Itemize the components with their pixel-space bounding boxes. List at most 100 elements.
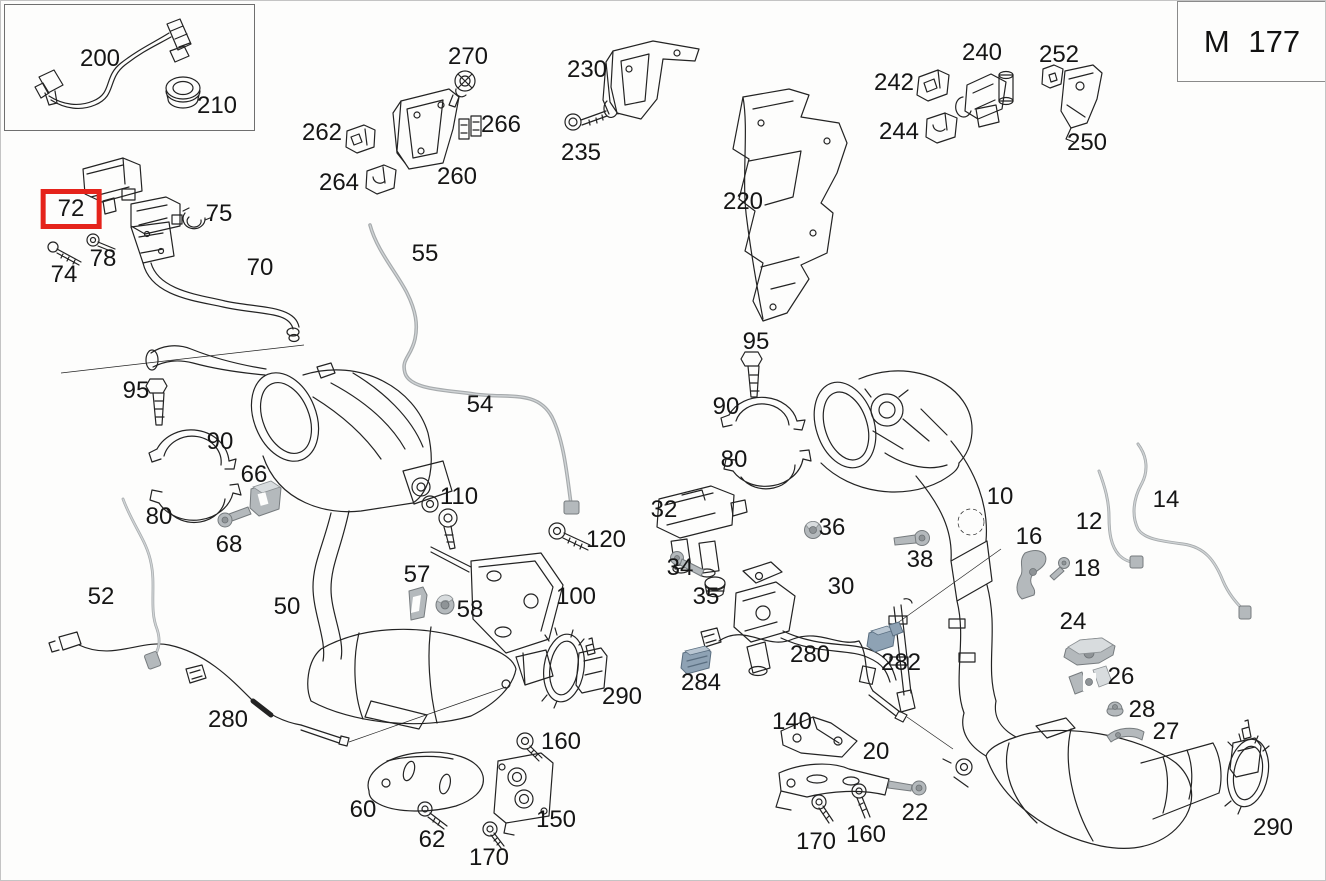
part-label-100[interactable]: 100	[555, 583, 597, 610]
part-drawing-80-right-clamp	[723, 449, 812, 490]
part-label-80-left[interactable]: 80	[145, 503, 173, 530]
part-label-260[interactable]: 260	[436, 163, 478, 190]
part-drawing-230-bracket	[602, 40, 700, 120]
part-label-90-left[interactable]: 90	[206, 428, 234, 455]
figure-code-box: M 177	[1177, 1, 1325, 82]
part-label-34[interactable]: 34	[666, 554, 694, 581]
part-drawing-90-right-clamp	[720, 396, 806, 431]
part-drawing-240-valve-assembly	[955, 70, 1014, 128]
part-label-95-left[interactable]: 95	[122, 377, 150, 404]
gpf-right-drawing	[962, 700, 1222, 849]
part-label-36[interactable]: 36	[818, 514, 846, 541]
part-label-66[interactable]: 66	[240, 461, 268, 488]
part-label-150[interactable]: 150	[535, 806, 577, 833]
part-label-35[interactable]: 35	[692, 583, 720, 610]
part-drawing-26-clamp	[1068, 665, 1113, 695]
part-drawing-280-left-sensor	[48, 631, 507, 747]
part-label-78[interactable]: 78	[89, 245, 117, 272]
part-label-220[interactable]: 220	[722, 188, 764, 215]
part-label-20[interactable]: 20	[862, 738, 890, 765]
part-label-72[interactable]: 72	[40, 189, 102, 229]
part-label-70[interactable]: 70	[246, 254, 274, 281]
part-label-30[interactable]: 30	[827, 573, 855, 600]
part-drawing-38-bolt	[893, 530, 930, 546]
part-label-160-right[interactable]: 160	[845, 821, 887, 848]
part-label-280-left[interactable]: 280	[207, 706, 249, 733]
part-drawing-90-left-clamp	[148, 429, 237, 470]
part-label-235[interactable]: 235	[560, 139, 602, 166]
part-label-28[interactable]: 28	[1128, 696, 1156, 723]
part-drawing-264-clamp	[365, 164, 397, 195]
part-label-290-right[interactable]: 290	[1252, 814, 1294, 841]
part-label-16[interactable]: 16	[1015, 523, 1043, 550]
part-label-140[interactable]: 140	[771, 708, 813, 735]
part-label-230[interactable]: 230	[566, 56, 608, 83]
part-drawing-150-bracket	[493, 752, 554, 836]
part-label-244[interactable]: 244	[878, 118, 920, 145]
part-label-50[interactable]: 50	[273, 593, 301, 620]
part-label-95-right[interactable]: 95	[742, 328, 770, 355]
part-label-80-right[interactable]: 80	[720, 446, 748, 473]
part-label-242[interactable]: 242	[873, 69, 915, 96]
part-drawing-20-bracket	[775, 763, 890, 811]
part-label-24[interactable]: 24	[1059, 608, 1087, 635]
part-label-18[interactable]: 18	[1073, 555, 1101, 582]
part-drawing-100-bracket	[430, 546, 564, 654]
part-label-266[interactable]: 266	[480, 111, 522, 138]
part-label-60[interactable]: 60	[349, 796, 377, 823]
part-label-282[interactable]: 282	[880, 649, 922, 676]
part-label-57[interactable]: 57	[403, 561, 431, 588]
part-label-262[interactable]: 262	[301, 119, 343, 146]
part-label-32[interactable]: 32	[650, 496, 678, 523]
part-label-170-left[interactable]: 170	[468, 844, 510, 871]
part-drawing-290-center-clamp-sensor	[541, 627, 608, 709]
part-label-55[interactable]: 55	[411, 240, 439, 267]
part-drawing-57-bracket	[408, 586, 428, 621]
part-drawing-290-right-clamp	[1224, 719, 1270, 815]
part-drawing-270-screw	[448, 70, 476, 108]
part-label-120[interactable]: 120	[585, 526, 627, 553]
part-drawing-78-screw	[86, 233, 116, 253]
part-label-58[interactable]: 58	[456, 596, 484, 623]
part-label-290-center[interactable]: 290	[601, 683, 643, 710]
part-drawing-160-right-screw	[851, 783, 871, 819]
part-label-14[interactable]: 14	[1152, 486, 1180, 513]
part-label-110[interactable]: 110	[439, 483, 479, 510]
part-label-284[interactable]: 284	[680, 669, 722, 696]
part-drawing-95-right-bolt	[740, 351, 763, 398]
part-drawing-282-connector	[866, 621, 904, 653]
leader-line-left	[60, 344, 305, 374]
part-drawing-16-clamp	[1016, 550, 1047, 600]
part-label-12[interactable]: 12	[1075, 508, 1103, 535]
part-label-90-right[interactable]: 90	[712, 393, 740, 420]
part-label-54[interactable]: 54	[466, 391, 494, 418]
part-label-170-right[interactable]: 170	[795, 828, 837, 855]
part-drawing-242-clamp	[916, 69, 950, 102]
part-label-27[interactable]: 27	[1152, 718, 1180, 745]
part-label-68[interactable]: 68	[215, 531, 243, 558]
oxygen-sensor-200-drawing	[34, 18, 192, 110]
part-label-74[interactable]: 74	[50, 261, 78, 288]
part-drawing-140-bracket	[780, 716, 858, 758]
part-label-62[interactable]: 62	[418, 826, 446, 853]
part-label-22[interactable]: 22	[901, 799, 929, 826]
part-drawing-22-bolt	[887, 780, 927, 796]
part-label-240[interactable]: 240	[961, 39, 1003, 66]
part-drawing-60-bracket	[367, 751, 484, 812]
part-drawing-170-right-screw	[811, 794, 834, 824]
part-label-210[interactable]: 210	[196, 92, 238, 119]
part-label-10[interactable]: 10	[986, 483, 1014, 510]
part-label-280-right[interactable]: 280	[789, 641, 831, 668]
catalytic-converter-right-drawing	[813, 370, 1002, 788]
part-label-38[interactable]: 38	[906, 546, 934, 573]
part-label-270[interactable]: 270	[447, 43, 489, 70]
part-label-75[interactable]: 75	[205, 200, 233, 227]
part-label-264[interactable]: 264	[318, 169, 360, 196]
part-label-252[interactable]: 252	[1038, 41, 1080, 68]
part-drawing-18-bolt	[1049, 557, 1070, 581]
part-label-200[interactable]: 200	[79, 45, 121, 72]
part-label-52[interactable]: 52	[87, 583, 115, 610]
part-label-26[interactable]: 26	[1107, 663, 1135, 690]
part-label-250[interactable]: 250	[1066, 129, 1108, 156]
part-label-160-left[interactable]: 160	[540, 728, 582, 755]
